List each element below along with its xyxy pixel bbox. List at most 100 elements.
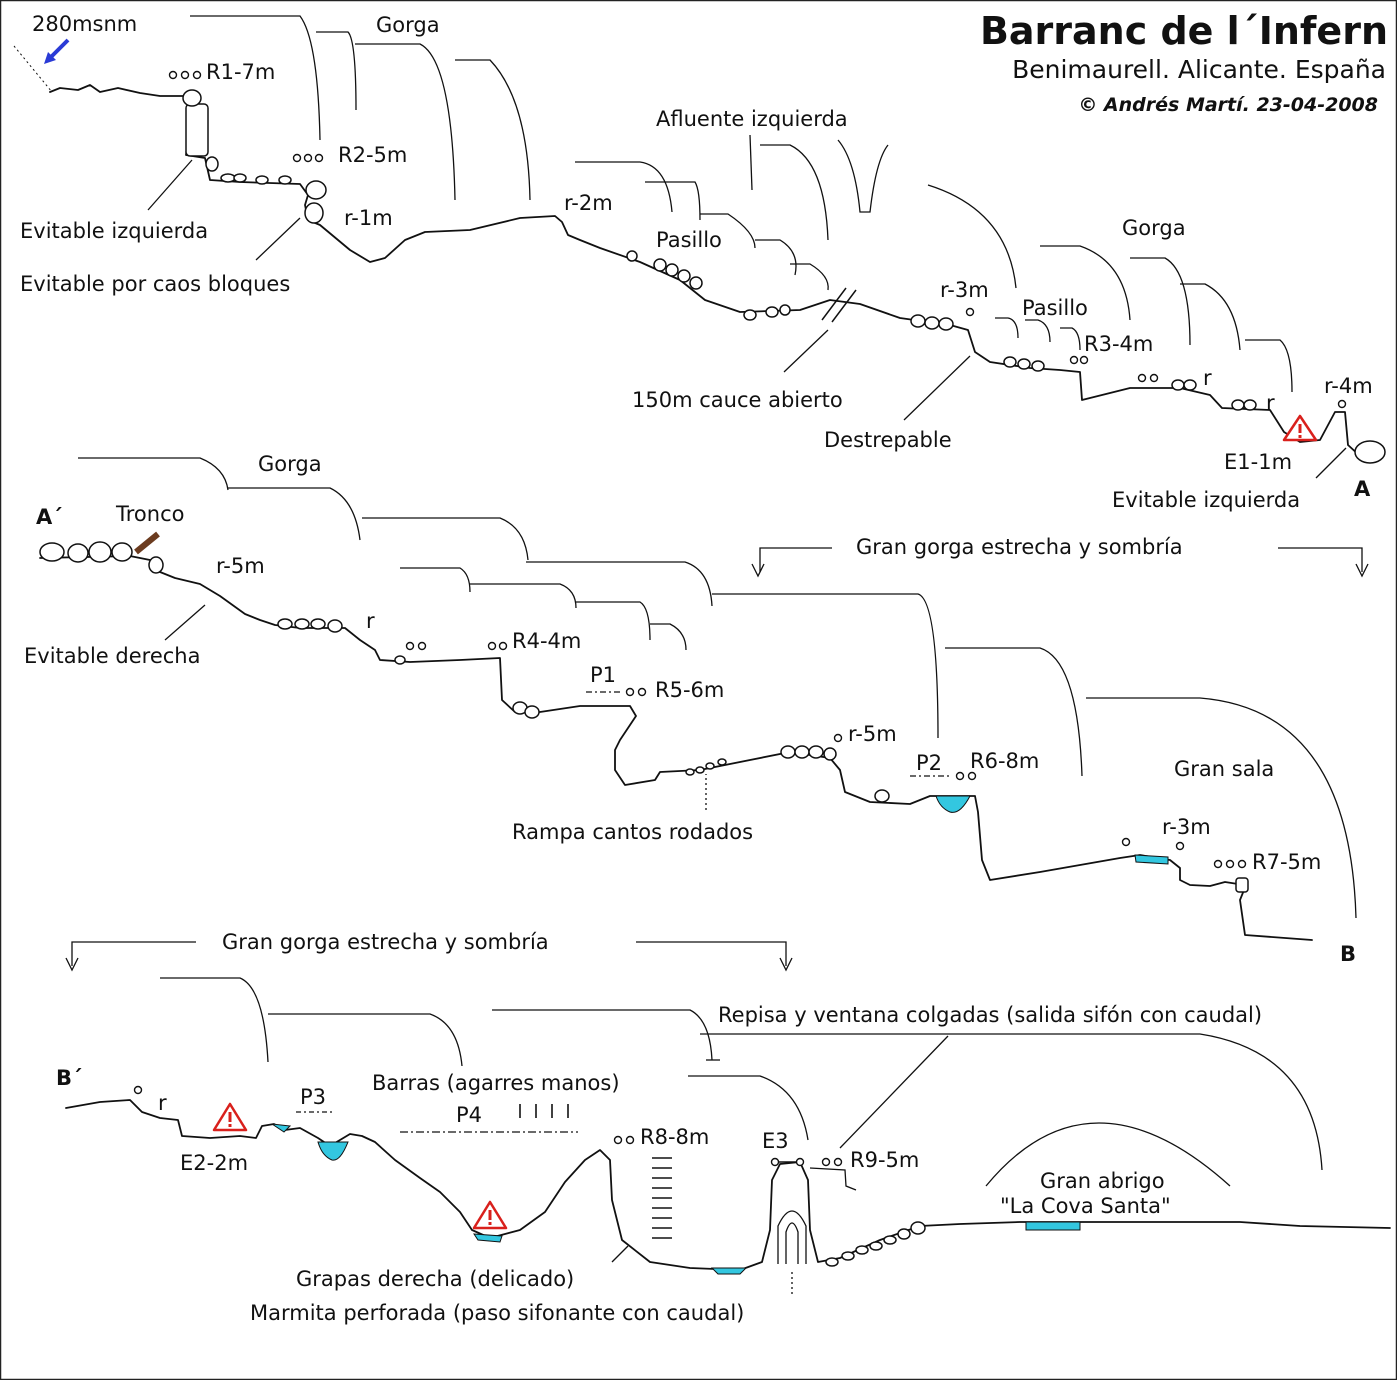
label-evitable-derecha: Evitable derecha	[24, 644, 200, 668]
label-tronco: Tronco	[115, 502, 184, 526]
label-r-2m: r-2m	[564, 191, 613, 215]
label-evitable-izquierda: Evitable izquierda	[20, 219, 208, 243]
anchor-r7-icon	[1213, 859, 1247, 869]
leader-evitable-derecha	[164, 604, 206, 641]
warning-e1-icon	[1282, 414, 1318, 442]
anchor-r8-icon	[613, 1135, 635, 1145]
label-barras: Barras (agarres manos)	[372, 1071, 620, 1095]
anchor-r1-icon	[168, 70, 202, 80]
label-r-1m: r-1m	[344, 206, 393, 230]
label-gran-gorga-1: Gran gorga estrecha y sombría	[856, 535, 1183, 559]
label-p3: P3	[300, 1085, 326, 1109]
water-pool-3b	[317, 1141, 349, 1161]
water-pool-3c	[473, 1233, 503, 1243]
label-gorge-1: Gorga	[376, 13, 440, 37]
warning-pool-icon	[472, 1200, 508, 1230]
label-abrigo-1: Gran abrigo	[1040, 1169, 1165, 1193]
diagram-title: Barranc de l´Infern	[980, 9, 1388, 53]
water-pool-2b	[1134, 854, 1169, 865]
gorge-walls-3	[160, 977, 1323, 1187]
pebbles-3	[825, 1221, 926, 1267]
label-repisa: Repisa y ventana colgadas (salida sifón …	[718, 1003, 1262, 1027]
anchor-b-r-icon	[133, 1085, 143, 1095]
point-b: B	[1340, 942, 1356, 966]
anchor-r-5m-icon	[833, 733, 843, 743]
diagram-credit: © Andrés Martí. 23-04-2008	[1078, 94, 1378, 116]
label-afluente: Afluente izquierda	[656, 107, 848, 131]
label-grapas: Grapas derecha (delicado)	[296, 1267, 574, 1291]
pebbles-2	[39, 541, 1249, 893]
label-evitable-izquierda-2: Evitable izquierda	[1112, 488, 1300, 512]
section-2: A´ Tronco	[24, 452, 1369, 966]
label-destrepable: Destrepable	[824, 428, 952, 452]
anchor-sala-icon	[1121, 837, 1131, 847]
label-r-4m: r-4m	[1324, 374, 1373, 398]
point-b-prime: B´	[56, 1066, 83, 1090]
label-r-b: r	[1266, 391, 1275, 415]
label-p4: P4	[456, 1103, 482, 1127]
repisa-ledge	[809, 1167, 857, 1191]
label-r4: R4-4m	[512, 629, 581, 653]
label-p1: P1	[590, 663, 616, 687]
label-e2: E2-2m	[180, 1151, 248, 1175]
pebbles-1	[220, 173, 1347, 411]
gorge-walls-2	[78, 457, 1369, 919]
label-gran-gorga-2: Gran gorga estrecha y sombría	[222, 930, 549, 954]
leader-repisa	[839, 1035, 949, 1149]
leader-grapas	[611, 1245, 629, 1263]
section-3: Gran gorga estrecha y sombría Repisa y v…	[56, 930, 1391, 1325]
start-arrow-icon	[13, 38, 70, 93]
point-a-prime: A´	[36, 505, 63, 529]
anchor-r6-icon	[955, 771, 977, 781]
label-r-3: r	[158, 1091, 167, 1115]
label-pasillo-2: Pasillo	[1022, 296, 1088, 320]
warning-e2-icon	[212, 1102, 248, 1132]
barras-icon	[400, 1104, 578, 1133]
boulder-block	[185, 103, 209, 157]
water-pool-3a	[271, 1123, 292, 1133]
anchor-r2-icon	[292, 153, 324, 163]
anchor-r9-icon	[821, 1157, 843, 1167]
label-evitable-caos: Evitable por caos bloques	[20, 272, 290, 296]
label-gorge-3: Gorga	[258, 452, 322, 476]
gorge-walls-1	[190, 15, 1293, 393]
water-pool-3e	[1025, 1221, 1081, 1231]
label-e1: E1-1m	[1224, 450, 1292, 474]
label-r3: R3-4m	[1084, 332, 1153, 356]
label-r1: R1-7m	[206, 60, 275, 84]
label-r-a: r	[1203, 366, 1212, 390]
point-a: A	[1354, 477, 1371, 501]
label-marmita: Marmita perforada (paso sifonante con ca…	[250, 1301, 744, 1325]
marmita-inner	[785, 1222, 799, 1264]
section-1: 280msnm	[13, 12, 1386, 512]
label-r7: R7-5m	[1252, 850, 1321, 874]
anchor-e3-icon	[770, 1157, 805, 1167]
label-r-5m: r-5m	[216, 554, 265, 578]
label-rampa: Rampa cantos rodados	[512, 820, 753, 844]
label-r-3m-b: r-3m	[1162, 815, 1211, 839]
label-r5: R5-6m	[655, 678, 724, 702]
label-r2: R2-5m	[338, 143, 407, 167]
label-abrigo-2: "La Cova Santa"	[1000, 1194, 1171, 1218]
water-pool-2a	[935, 795, 971, 813]
leader-lines-1	[147, 159, 1347, 479]
tronco-log-icon	[134, 531, 160, 555]
diagram-location: Benimaurell. Alicante. España	[1012, 55, 1386, 84]
water-pool-3d	[710, 1267, 748, 1275]
marmita-outer	[777, 1210, 807, 1264]
label-r8: R8-8m	[640, 1125, 709, 1149]
anchor-r5-icon	[625, 687, 647, 697]
label-r-3m: r-3m	[940, 278, 989, 302]
altitude-label: 280msnm	[32, 12, 137, 36]
label-gran-sala: Gran sala	[1174, 757, 1274, 781]
label-gorge-2: Gorga	[1122, 216, 1186, 240]
anchor-r-3m-icon	[1175, 841, 1185, 851]
label-e3: E3	[762, 1129, 789, 1153]
grapas-ladder-icon	[652, 1157, 672, 1239]
label-pasillo-1: Pasillo	[656, 228, 722, 252]
label-p2: P2	[916, 751, 942, 775]
anchor-r4-icon	[405, 641, 508, 651]
label-cauce: 150m cauce abierto	[632, 388, 843, 412]
